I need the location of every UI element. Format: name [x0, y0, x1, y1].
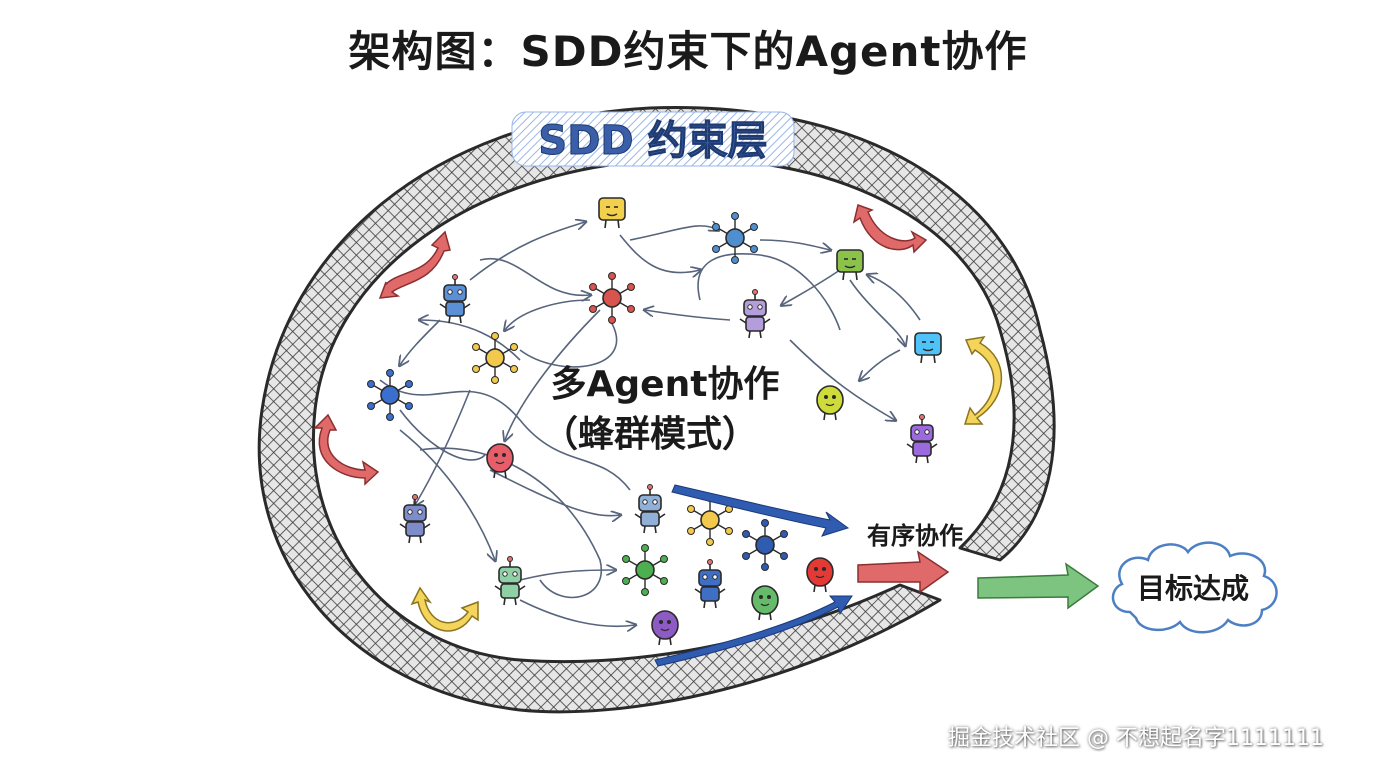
ordered-collaboration-label: 有序协作 [867, 522, 963, 550]
square-bot-icon [914, 332, 942, 364]
diagram-title: 架构图：SDD约束下的Agent协作 [348, 27, 1028, 76]
network-node-icon [472, 332, 518, 384]
square-bot-icon [598, 197, 626, 229]
red-double-arrow-topright [852, 204, 928, 254]
constraint-label-bg [511, 111, 795, 167]
ordered-flow-arrow-top [671, 484, 850, 537]
swarm-mode-label: （蜂群模式） [542, 414, 758, 455]
square-bot-icon [836, 249, 864, 281]
network-node-icon [622, 544, 668, 596]
network-node-icon [712, 212, 758, 264]
watermark: 掘金技术社区 @ 不想起名字1111111 [948, 726, 1324, 751]
robot-icon [494, 556, 526, 606]
goal-label: 目标达成 [1137, 572, 1249, 605]
robot-icon [739, 289, 771, 339]
robot-icon [694, 559, 726, 609]
robot-icon [439, 274, 471, 324]
constraint-layer-label: SDD 约束层 [538, 118, 767, 164]
sdd-constraint-ring [257, 106, 1056, 714]
blob-bot-icon [816, 385, 844, 421]
goal-cloud [1111, 541, 1278, 634]
network-node-icon [742, 519, 788, 571]
robot-icon [634, 484, 666, 534]
red-double-arrow-topleft [378, 230, 451, 299]
yellow-double-arrow-right [963, 335, 1003, 425]
robot-icon [399, 494, 431, 544]
network-node-icon [589, 272, 635, 324]
blob-bot-icon [486, 443, 514, 479]
blob-bot-icon [651, 610, 679, 646]
green-goal-arrow [977, 562, 1100, 610]
red-exit-arrow [857, 550, 950, 594]
network-node-icon [367, 369, 413, 421]
swarm-collaboration-label: 多Agent协作 [551, 364, 780, 405]
blob-bot-icon [751, 585, 779, 621]
ordered-flow-arrow-bottom [654, 595, 853, 667]
agent-swarm [367, 197, 942, 646]
red-double-arrow-left [313, 413, 380, 486]
yellow-double-arrow-bottomleft [410, 586, 479, 632]
swarm-connections [379, 222, 921, 626]
robot-icon [906, 414, 938, 464]
blob-bot-icon [806, 557, 834, 593]
